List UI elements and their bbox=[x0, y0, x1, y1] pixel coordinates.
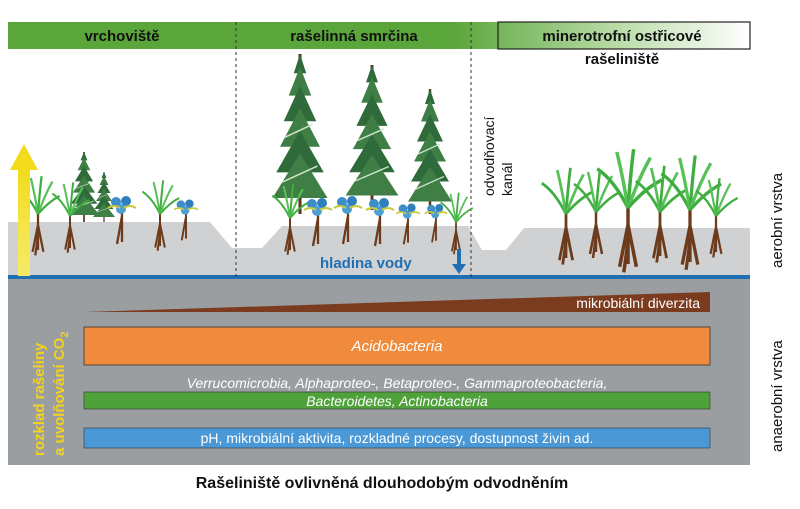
spruce-vegetation bbox=[272, 54, 474, 256]
zone-title-fen-line1: minerotrofní ostřicové bbox=[542, 28, 701, 45]
drainage-label-line2: kanál bbox=[499, 163, 515, 196]
zone-title-fen-line2: rašeliniště bbox=[585, 51, 659, 68]
spruce-tree-icon bbox=[92, 171, 116, 223]
microbial-diversity-label: mikrobiální diverzita bbox=[576, 295, 700, 311]
diagram-caption: Rašeliniště ovlivněná dlouhodobým odvodn… bbox=[196, 475, 569, 492]
zone-title-spruce: rašelinná smrčina bbox=[290, 28, 418, 45]
aerobic-layer-label: aerobní vrstva bbox=[769, 172, 786, 268]
decomposition-label-subscript: 2 bbox=[59, 332, 71, 338]
phyla-bar bbox=[83, 391, 711, 410]
acidobacteria-label: Acidobacteria bbox=[351, 338, 443, 355]
spruce-tree-icon bbox=[273, 54, 328, 214]
spruce-tree-icon bbox=[406, 87, 454, 216]
decomposition-label-main: a uvolňování CO bbox=[51, 337, 68, 456]
zone-header-strip bbox=[8, 22, 750, 49]
acidobacteria-bar bbox=[83, 326, 711, 366]
drainage-label-line1: odvodňovací bbox=[481, 116, 497, 196]
down-arrow-icon bbox=[452, 249, 466, 274]
decomposition-label-line1: rozklad rašeliny bbox=[31, 342, 48, 456]
spruce-tree-icon bbox=[343, 63, 401, 212]
up-arrow-icon bbox=[10, 144, 38, 276]
zone-title-bog: vrchoviště bbox=[84, 28, 159, 45]
phyla-label-line2: Bacteroidetes, Actinobacteria bbox=[306, 393, 488, 409]
anaerobic-layer-label: anaerobní vrstva bbox=[769, 340, 786, 452]
decomposition-label-line2: a uvolňování CO2 bbox=[51, 332, 71, 456]
factors-label: pH, mikrobiální aktivita, rozkladné proc… bbox=[201, 430, 594, 446]
water-table-label: hladina vody bbox=[320, 255, 412, 272]
fen-header-box bbox=[497, 21, 751, 50]
microbial-diversity-wedge bbox=[84, 292, 710, 312]
factors-bar bbox=[83, 427, 711, 449]
phyla-label-line1: Verrucomicrobia, Alphaproteo-, Betaprote… bbox=[187, 375, 608, 391]
